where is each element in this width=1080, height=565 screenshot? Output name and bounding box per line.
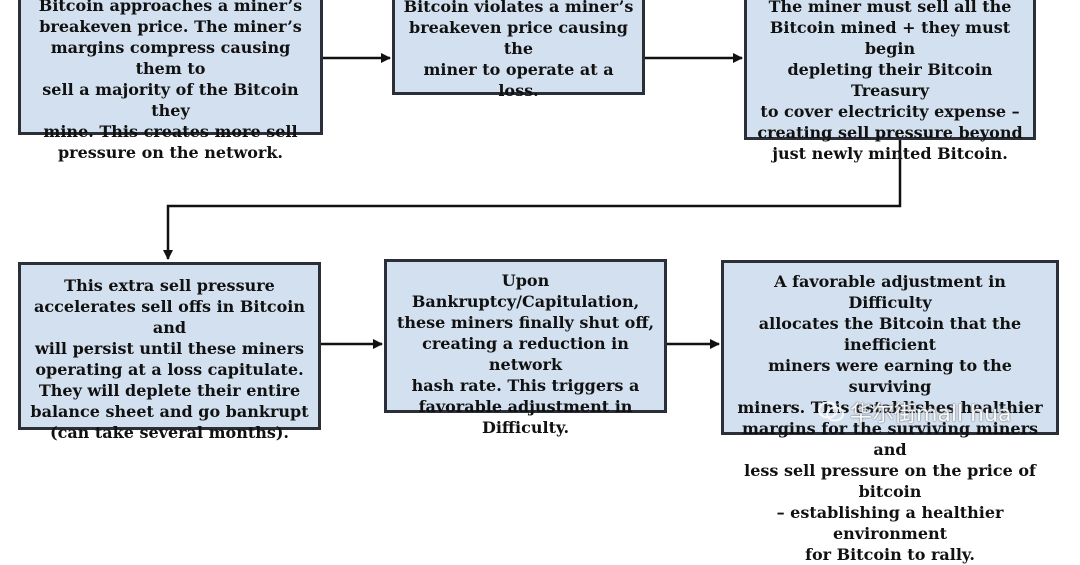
step-box-treasury-depletion: The miner must sell all the Bitcoin mine… (744, 0, 1036, 163)
step-box-breakeven-violated: Bitcoin violates a miner’s breakeven pri… (392, 0, 645, 100)
step-box-breakeven-approach: Bitcoin approaches a miner’s breakeven p… (18, 0, 323, 162)
watermark-text: 华尔街mall hua (850, 402, 1012, 427)
step-text: Upon Bankruptcy/Capitulation, these mine… (396, 271, 655, 437)
watermark: 华尔街mall hua (818, 396, 1012, 428)
arrow-b3-to-b4 (163, 140, 902, 260)
step-box-sell-pressure: This extra sell pressure accelerates sel… (18, 262, 321, 442)
wechat-icon (818, 401, 844, 423)
step-text: The miner must sell all the Bitcoin mine… (757, 0, 1023, 163)
step-text: Bitcoin approaches a miner’s breakeven p… (38, 0, 303, 162)
connector-arrows (163, 53, 902, 349)
step-box-difficulty-adjustment: A favorable adjustment in Difficulty all… (721, 260, 1059, 564)
step-text: This extra sell pressure accelerates sel… (30, 276, 309, 442)
step-text: Bitcoin violates a miner’s breakeven pri… (403, 0, 634, 100)
step-box-capitulation: Upon Bankruptcy/Capitulation, these mine… (384, 259, 667, 437)
